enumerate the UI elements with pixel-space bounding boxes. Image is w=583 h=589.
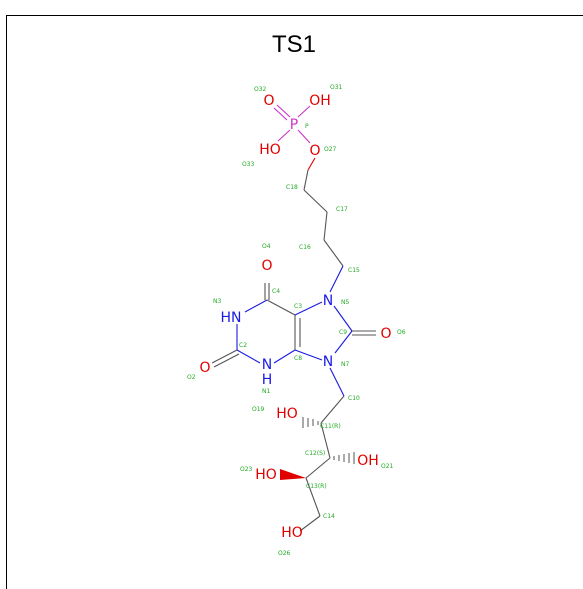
bond-c11-c12 [320, 422, 331, 459]
atom-oh-o31: OH [309, 93, 331, 109]
atom-o27: O [309, 143, 320, 159]
atom-ho-o19: HO [276, 406, 298, 422]
bond-c15-n5 [329, 265, 344, 293]
label-n7: N7 [341, 361, 349, 368]
label-n5: N5 [341, 299, 349, 306]
atom-h-n1: H [262, 372, 273, 388]
atom-oh-o21: OH [357, 453, 379, 469]
label-o27: O27 [324, 146, 337, 153]
label-c15: C15 [348, 267, 360, 274]
bonds [211, 104, 376, 532]
hashed-wedge-c11-o19 [302, 417, 319, 428]
bond-p-o32 [276, 104, 291, 118]
atom-n7: N [323, 354, 333, 370]
atom-p: P [290, 117, 298, 133]
bond-c2-o2b [213, 353, 240, 368]
bond-c4-c3 [266, 299, 296, 316]
label-o31: O31 [330, 84, 343, 91]
label-c10: C10 [348, 395, 360, 402]
bond-n5-c9 [333, 305, 353, 332]
atom-ho-o33: HO [259, 142, 281, 158]
figure-frame [6, 15, 583, 589]
atom-ho-o26: HO [281, 525, 303, 541]
label-c3: C3 [294, 303, 302, 310]
bond-c13-c14 [305, 477, 321, 517]
bond-p-o32-double [273, 107, 288, 121]
label-c18: C18 [286, 184, 298, 191]
label-o19: O19 [252, 406, 265, 413]
atom-hn-n3: HN [221, 310, 242, 326]
atom-o32: O [263, 93, 274, 109]
bond-c10-c11 [320, 395, 345, 424]
hashed-wedge-c12-o21 [333, 452, 355, 464]
label-o21: O21 [381, 463, 394, 470]
label-c13: C13(R) [306, 483, 327, 490]
label-o32: O32 [254, 86, 267, 93]
bond-c3-n5 [294, 301, 323, 316]
bond-c9-n7 [334, 330, 353, 354]
label-c14: C14 [323, 513, 335, 520]
bond-c16-c15 [323, 239, 344, 267]
label-o33: O33 [242, 161, 255, 168]
label-o4: O4 [262, 243, 271, 250]
atoms: O OH P HO O O HN N O O N H N HO OH HO HO [199, 93, 391, 541]
atom-o6: O [380, 326, 391, 342]
label-n1: N1 [262, 388, 270, 395]
bond-c4-n3 [244, 299, 268, 313]
label-n3: N3 [213, 298, 221, 305]
diagram-title: TS1 [272, 31, 316, 58]
label-c8: C8 [294, 355, 302, 362]
bond-o27-c18 [307, 157, 316, 171]
atom-ho-o23: HO [255, 467, 277, 483]
bond-p-o31 [297, 105, 311, 118]
bond-c17-c16 [323, 211, 328, 241]
label-c9: C9 [339, 329, 347, 336]
bond-p-o33 [277, 129, 291, 142]
label-c17: C17 [336, 206, 348, 213]
label-o23: O23 [240, 466, 253, 473]
bond-n7-c10 [329, 367, 345, 397]
bond-n7-c8 [294, 349, 323, 361]
atom-o4: O [261, 258, 272, 274]
bond-c2-o2a [211, 349, 238, 364]
bond-n1-c8 [273, 349, 296, 364]
label-o2: O2 [187, 374, 196, 381]
label-c12: C12(S) [305, 450, 325, 457]
bond-c2-n1 [236, 349, 261, 364]
label-o6: O6 [397, 329, 406, 336]
label-c2: C2 [239, 342, 247, 349]
label-c16: C16 [299, 244, 311, 251]
label-o26: O26 [278, 550, 291, 557]
atom-n5: N [323, 293, 333, 309]
bond-c18-c18b [303, 169, 309, 191]
bond-p-o27 [297, 129, 311, 144]
atom-n1: N [262, 357, 272, 373]
bond-c14-o26 [299, 515, 321, 532]
atom-o2: O [199, 360, 210, 376]
bond-c12-c13 [305, 457, 331, 479]
bond-c18-c17 [303, 189, 328, 213]
atom-index-labels: O32 O31 P O33 O27 C18 C17 C16 C15 O4 C4 … [187, 84, 406, 557]
label-p: P [305, 123, 309, 130]
label-c4: C4 [272, 288, 280, 295]
label-c11: C11(R) [320, 423, 341, 430]
solid-wedge-c13-o23 [280, 469, 306, 480]
